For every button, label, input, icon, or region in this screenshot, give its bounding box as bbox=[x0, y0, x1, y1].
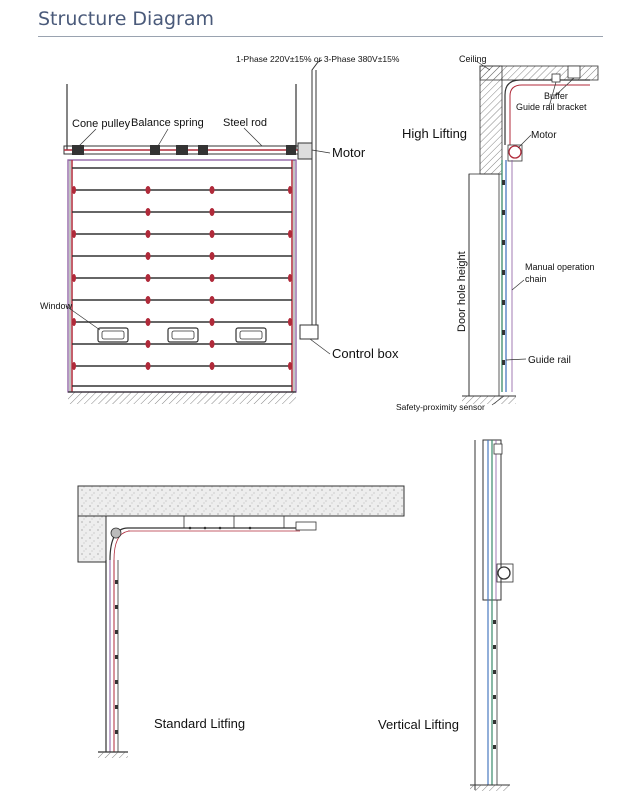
door-opening bbox=[468, 173, 500, 397]
window-label: Window bbox=[40, 301, 73, 311]
curved-track bbox=[504, 79, 590, 145]
track-curve-red bbox=[113, 530, 131, 561]
cone-pulley-label: Cone pulley bbox=[72, 118, 131, 130]
window-row bbox=[97, 327, 267, 343]
power-cable bbox=[311, 59, 323, 330]
standard-floor-hatch bbox=[98, 752, 128, 758]
manual-chain-label-2: chain bbox=[525, 274, 547, 284]
curved-track-red bbox=[509, 84, 590, 145]
panel-joints bbox=[72, 167, 292, 387]
standard-rollers bbox=[115, 580, 118, 734]
door-frame bbox=[67, 159, 297, 393]
buffer-label: Buffer bbox=[544, 91, 568, 101]
track-dots bbox=[188, 526, 252, 530]
manual-chain-label-1: Manual operation bbox=[525, 262, 595, 272]
spring-clamp-1 bbox=[150, 145, 160, 155]
page-title: Structure Diagram bbox=[38, 8, 215, 30]
safety-sensor-label: Safety-proximity sensor bbox=[396, 402, 485, 412]
guide-rail-bracket-label: Guide rail bracket bbox=[516, 102, 587, 112]
motor-unit bbox=[297, 142, 313, 160]
vertical-motor bbox=[497, 566, 511, 580]
vertical-motor-housing bbox=[496, 563, 514, 583]
high-lift-motor bbox=[508, 145, 522, 159]
track-hangers bbox=[183, 516, 285, 528]
title-underline bbox=[38, 36, 603, 37]
standard-lifting-diagram: Standard Litfing bbox=[77, 485, 405, 758]
power-supply-label: 1-Phase 220V±15% or 3-Phase 380V±15% bbox=[236, 54, 400, 64]
balance-spring-label: Balance spring bbox=[131, 117, 204, 129]
spring-clamp-3 bbox=[198, 145, 208, 155]
door-hole-height-label: Door hole height bbox=[456, 251, 468, 332]
upper-wall bbox=[479, 65, 503, 175]
front-floor-hatch bbox=[68, 392, 296, 404]
vertical-rollers bbox=[493, 620, 496, 749]
cone-pulley-left bbox=[72, 145, 84, 155]
buffer-unit bbox=[567, 65, 581, 79]
standard-ceiling-slab bbox=[77, 485, 405, 517]
ceiling-label: Ceiling bbox=[459, 54, 487, 64]
vertical-lifting-heading: Vertical Lifting bbox=[378, 717, 459, 732]
motor-housing bbox=[507, 144, 523, 162]
high-lift-motor-label: Motor bbox=[531, 130, 557, 141]
front-leader-lines bbox=[65, 127, 331, 355]
cone-pulley-right bbox=[286, 145, 296, 155]
pulley-drum bbox=[110, 527, 122, 539]
front-view-diagram: 1-Phase 220V±15% or 3-Phase 380V±15% Con… bbox=[40, 54, 400, 404]
steel-rod-label: Steel rod bbox=[223, 117, 267, 129]
control-box-unit bbox=[299, 324, 319, 340]
vertical-lifting-diagram: Vertical Lifting bbox=[378, 439, 514, 791]
top-bracket bbox=[493, 443, 503, 455]
rail-rollers bbox=[502, 180, 505, 365]
high-lift-floor bbox=[462, 396, 516, 404]
guide-rail-label: Guide rail bbox=[528, 355, 571, 366]
bracket-unit bbox=[551, 73, 561, 83]
opener-motor bbox=[295, 521, 317, 531]
high-lifting-heading: High Lifting bbox=[402, 126, 467, 141]
high-lifting-diagram: High Lifting Ceiling Buffer Guide rail b… bbox=[396, 54, 599, 412]
standard-upper-wall bbox=[77, 515, 107, 563]
motor-label: Motor bbox=[332, 145, 366, 160]
control-box-label: Control box bbox=[332, 346, 399, 361]
hinge-markers bbox=[72, 186, 292, 370]
standard-lifting-heading: Standard Litfing bbox=[154, 716, 245, 731]
spring-clamp-2 bbox=[176, 145, 188, 155]
vertical-floor-hatch bbox=[470, 785, 510, 791]
high-lift-leaders bbox=[475, 60, 575, 406]
